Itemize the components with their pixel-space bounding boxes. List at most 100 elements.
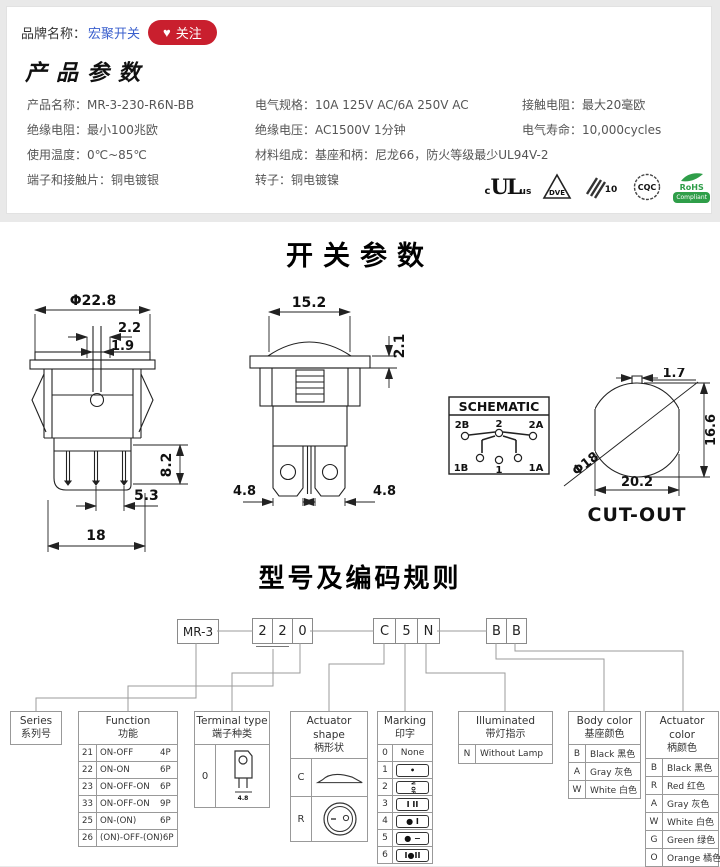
front-view-drawing: Φ22.8 2.2 1.9 8.2 5.3 18 [29,293,188,552]
spec-column-3: 接触电阻：最大20毫欧 电气寿命：10,000cycles [522,93,661,143]
spec-line: 接触电阻：最大20毫欧 [522,98,646,112]
svg-text:SCHEMATIC: SCHEMATIC [459,399,540,414]
code-digit: 2 [272,618,293,644]
svg-text:2.1: 2.1 [392,334,408,359]
svg-text:1.7: 1.7 [662,368,685,381]
svg-text:2A: 2A [529,420,544,431]
actuator-shape-row: C [291,759,367,796]
spec-line: 端子和接触片：铜电镀银 [27,173,160,187]
svg-text:20.2: 20.2 [621,475,653,490]
cutout-drawing: 1.7 16.6 Φ18 20.2 CUT-OUT [563,368,719,526]
code-color-boxes: B B [486,618,527,644]
svg-text:1B: 1B [454,463,469,474]
brand-label: 品牌名称： [21,26,87,42]
code-underline [256,646,289,647]
follow-label: 关注 [175,25,202,41]
spec-line: 材料组成：基座和柄：尼龙66，防火等级最少UL94V-2 [255,148,549,162]
svg-text:Φ22.8: Φ22.8 [70,293,116,309]
code-series-box: MR-3 [177,619,219,644]
svg-text:18: 18 [86,528,105,544]
svg-text:DVE: DVE [549,189,565,197]
enec-cert-icon: 10 [586,177,618,199]
cutout-label: CUT-OUT [588,504,687,526]
marking-row: 5● − [378,829,432,846]
coding-rules-heading: 型号及编码规则 [258,564,462,594]
spec-line: 转子：铜电镀镍 [255,173,340,187]
svg-text:CQC: CQC [638,183,657,192]
terminal-row: 0 4.8 [195,745,269,807]
svg-text:4.8: 4.8 [373,484,396,499]
spec-column-1: 产品名称：MR-3-230-R6N-BB 绝缘电阻：最小100兆欧 使用温度：0… [27,93,194,193]
svg-text:2B: 2B [455,420,470,431]
svg-text:5.3: 5.3 [134,488,159,504]
spec-line: 使用温度：0℃~85℃ [27,148,147,162]
svg-text:1A: 1A [529,463,544,474]
vde-cert-icon: DVE [542,173,572,199]
rocker-shape-icon [315,773,362,783]
spec-line: 绝缘电压：AC1500V 1分钟 [255,123,406,137]
terminal-icon: 4.8 [233,750,253,802]
follow-button[interactable]: ♥ 关注 [148,19,217,45]
illuminated-row: N Without Lamp [459,745,552,763]
svg-text:4.8: 4.8 [237,795,248,802]
svg-text:2.2: 2.2 [118,321,141,336]
cqc-cert-icon: CQC [634,173,661,201]
code-option-boxes: C 5 N [373,618,440,644]
spec-line: 电气寿命：10,000cycles [522,123,662,137]
svg-text:15.2: 15.2 [292,295,327,311]
product-params-title: 产品参数 [25,60,150,86]
svg-text:10: 10 [605,185,618,195]
spec-line: 电气规格：10A 125V AC/6A 250V AC [255,98,469,112]
side-view-drawing: 15.2 2.1 4.8 4.8 [233,295,408,506]
brand-link[interactable]: 宏聚开关 [88,26,141,42]
code-function-boxes: 2 2 0 [252,618,313,644]
svg-text:8.2: 8.2 [159,453,175,478]
switch-params-heading: 开关参数 [286,241,434,272]
marking-row: 1• [378,761,432,778]
product-params-card: 品牌名称： 宏聚开关 ♥ 关注 产品参数 产品名称：MR-3-230-R6N-B… [6,6,712,214]
round-shape-icon [322,802,357,836]
brand-bar: 品牌名称： 宏聚开关 ♥ 关注 [21,17,217,47]
code-digit: B [486,618,507,644]
spec-line: 产品名称：MR-3-230-R6N-BB [27,98,195,112]
svg-text:1.9: 1.9 [111,339,134,354]
code-digit: B [506,618,527,644]
code-digit: 0 [292,618,313,644]
spec-line: 绝缘电阻：最小100兆欧 [27,123,158,137]
svg-text:16.6: 16.6 [704,414,719,446]
rohs-cert-icon: RoHS Compliant [673,171,710,203]
code-digit: C [373,618,396,644]
function-row: 26(ON)-OFF-(ON)6P [79,829,177,846]
schematic-diagram: SCHEMATIC 2B 2 2A 1B 1 1A [448,396,550,476]
svg-text:4.8: 4.8 [233,484,256,499]
marking-row: 4● I [378,812,432,829]
code-digit: 5 [395,618,418,644]
svg-text:1: 1 [496,465,503,476]
